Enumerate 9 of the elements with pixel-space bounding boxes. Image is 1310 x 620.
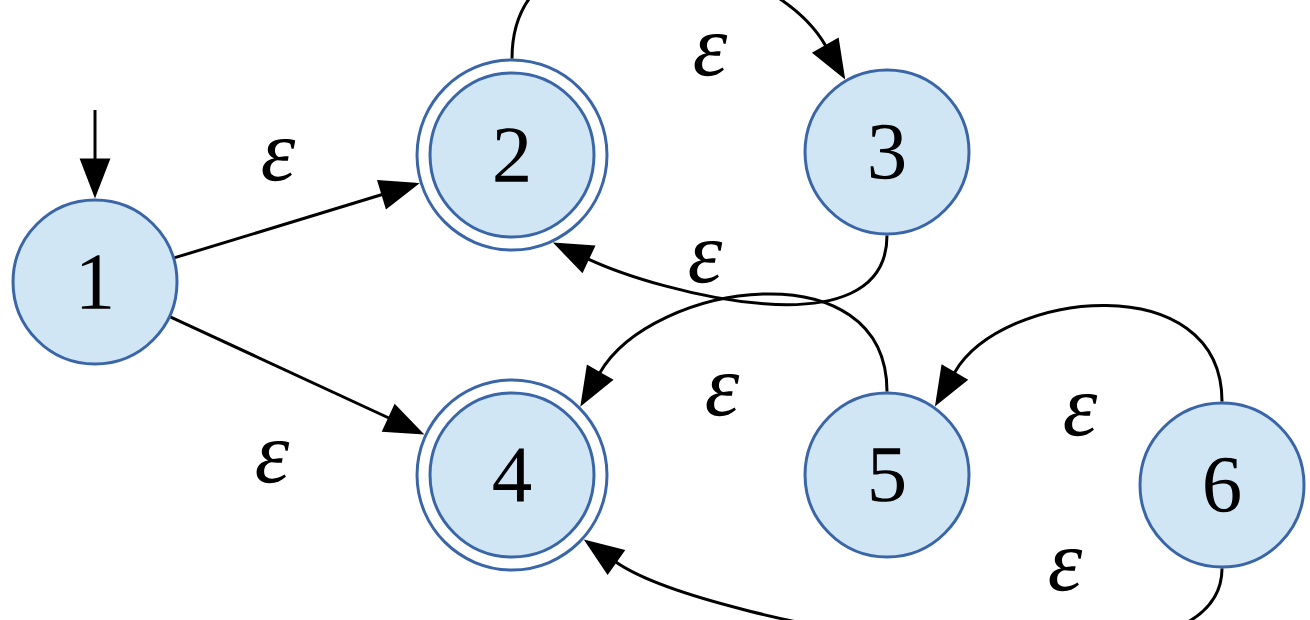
edge-label: ε [252,439,292,485]
accepting-state: 2 [415,58,609,252]
edge-label: ε [1045,547,1085,593]
edge-label: ε [690,32,730,78]
edge-label: ε [702,372,742,418]
edge-label: ε [685,239,725,285]
edge-label: ε [1060,392,1100,438]
accepting-state: 4 [415,378,609,572]
edge-label: ε [258,137,298,183]
